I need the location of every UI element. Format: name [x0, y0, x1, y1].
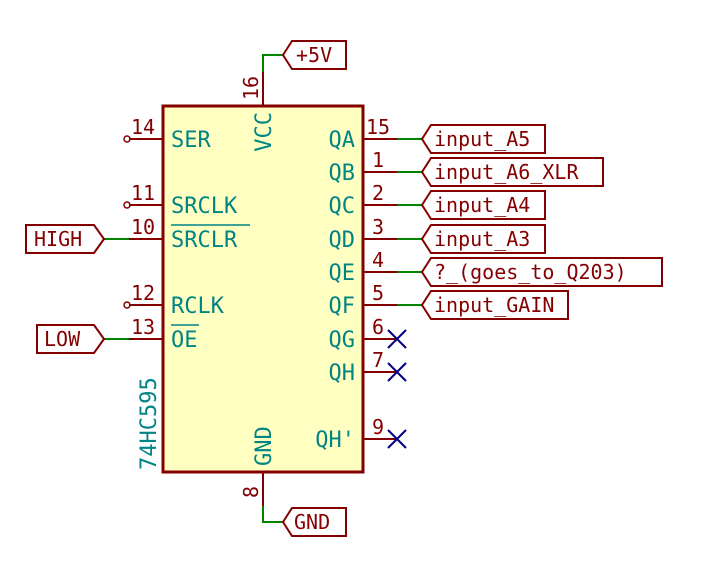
pin-qa-name: QA — [329, 128, 356, 153]
label-qd-shape[interactable] — [420, 224, 546, 254]
pin-qb-name: QB — [329, 161, 356, 186]
label-qe-shape[interactable] — [420, 257, 663, 287]
pin-ser-endpoint — [123, 135, 131, 143]
label-qf-shape[interactable] — [420, 290, 569, 320]
pin-vcc-number: 16 — [239, 76, 263, 100]
pin-rclk-name: RCLK — [171, 294, 225, 319]
label-qf-text: input_GAIN — [434, 293, 554, 317]
pin-srclk-name: SRCLK — [171, 194, 238, 219]
pin-vcc-name: VCC — [252, 112, 277, 152]
label-gnd-shape[interactable] — [281, 507, 347, 537]
pin-ser-number: 14 — [131, 115, 155, 139]
pin-ser-name: SER — [171, 128, 211, 153]
pin-qhp-number: 9 — [372, 415, 384, 439]
label-vcc-shape[interactable] — [281, 40, 347, 70]
no-connect-qg-icon — [387, 329, 407, 349]
label-srclr-shape[interactable] — [25, 224, 106, 254]
label-qe-text: ?_(goes_to_Q203) — [434, 260, 627, 284]
label-qd-text: input_A3 — [434, 227, 530, 251]
pin-qc-name: QC — [329, 194, 356, 219]
pin-qhp-name: QH' — [315, 428, 355, 453]
pin-gnd-name: GND — [252, 426, 277, 466]
pin-qa-number: 15 — [366, 115, 390, 139]
component-value: 74HC595 — [137, 377, 162, 470]
pin-rclk-number: 12 — [131, 281, 155, 305]
pin-rclk-endpoint — [123, 301, 131, 309]
label-qa-text: input_A5 — [434, 127, 530, 151]
wire-gnd[interactable] — [262, 506, 283, 523]
pin-qf-name: QF — [329, 294, 356, 319]
pin-srclr-number: 10 — [131, 215, 155, 239]
label-qb-text: input_A6_XLR — [434, 160, 579, 184]
pin-srclk-number: 11 — [131, 181, 155, 205]
ic-body[interactable] — [161, 104, 365, 474]
pin-qg-number: 6 — [372, 315, 384, 339]
pin-srclk-endpoint — [123, 201, 131, 209]
pin-qd-name: QD — [329, 228, 356, 253]
pin-qc-number: 2 — [372, 181, 384, 205]
label-oe-shape[interactable] — [36, 324, 106, 354]
label-qb-shape[interactable] — [420, 157, 604, 187]
pin-oe-name: OE — [171, 328, 198, 353]
label-srclr-text: HIGH — [34, 227, 82, 251]
pin-qg-name: QG — [329, 328, 356, 353]
pin-oe-number: 13 — [131, 315, 155, 339]
label-qc-shape[interactable] — [420, 190, 546, 220]
pin-qe-name: QE — [329, 261, 356, 286]
pin-gnd-number: 8 — [239, 486, 263, 498]
label-vcc-text: +5V — [296, 43, 332, 67]
no-connect-qh-icon — [387, 362, 407, 382]
label-gnd-text: GND — [294, 510, 330, 534]
label-oe-text: LOW — [44, 327, 81, 351]
no-connect-qhp-icon — [387, 429, 407, 449]
pin-qd-number: 3 — [372, 215, 384, 239]
pin-qe-number: 4 — [372, 248, 384, 272]
pin-qb-number: 1 — [372, 148, 384, 172]
label-qc-text: input_A4 — [434, 193, 530, 217]
pin-qh-name: QH — [329, 361, 356, 386]
pin-srclr-name: SRCLR — [171, 228, 238, 253]
label-qa-shape[interactable] — [420, 124, 546, 154]
pin-qh-number: 7 — [372, 348, 384, 372]
wire-vcc[interactable] — [262, 54, 283, 72]
pin-qf-number: 5 — [372, 281, 384, 305]
